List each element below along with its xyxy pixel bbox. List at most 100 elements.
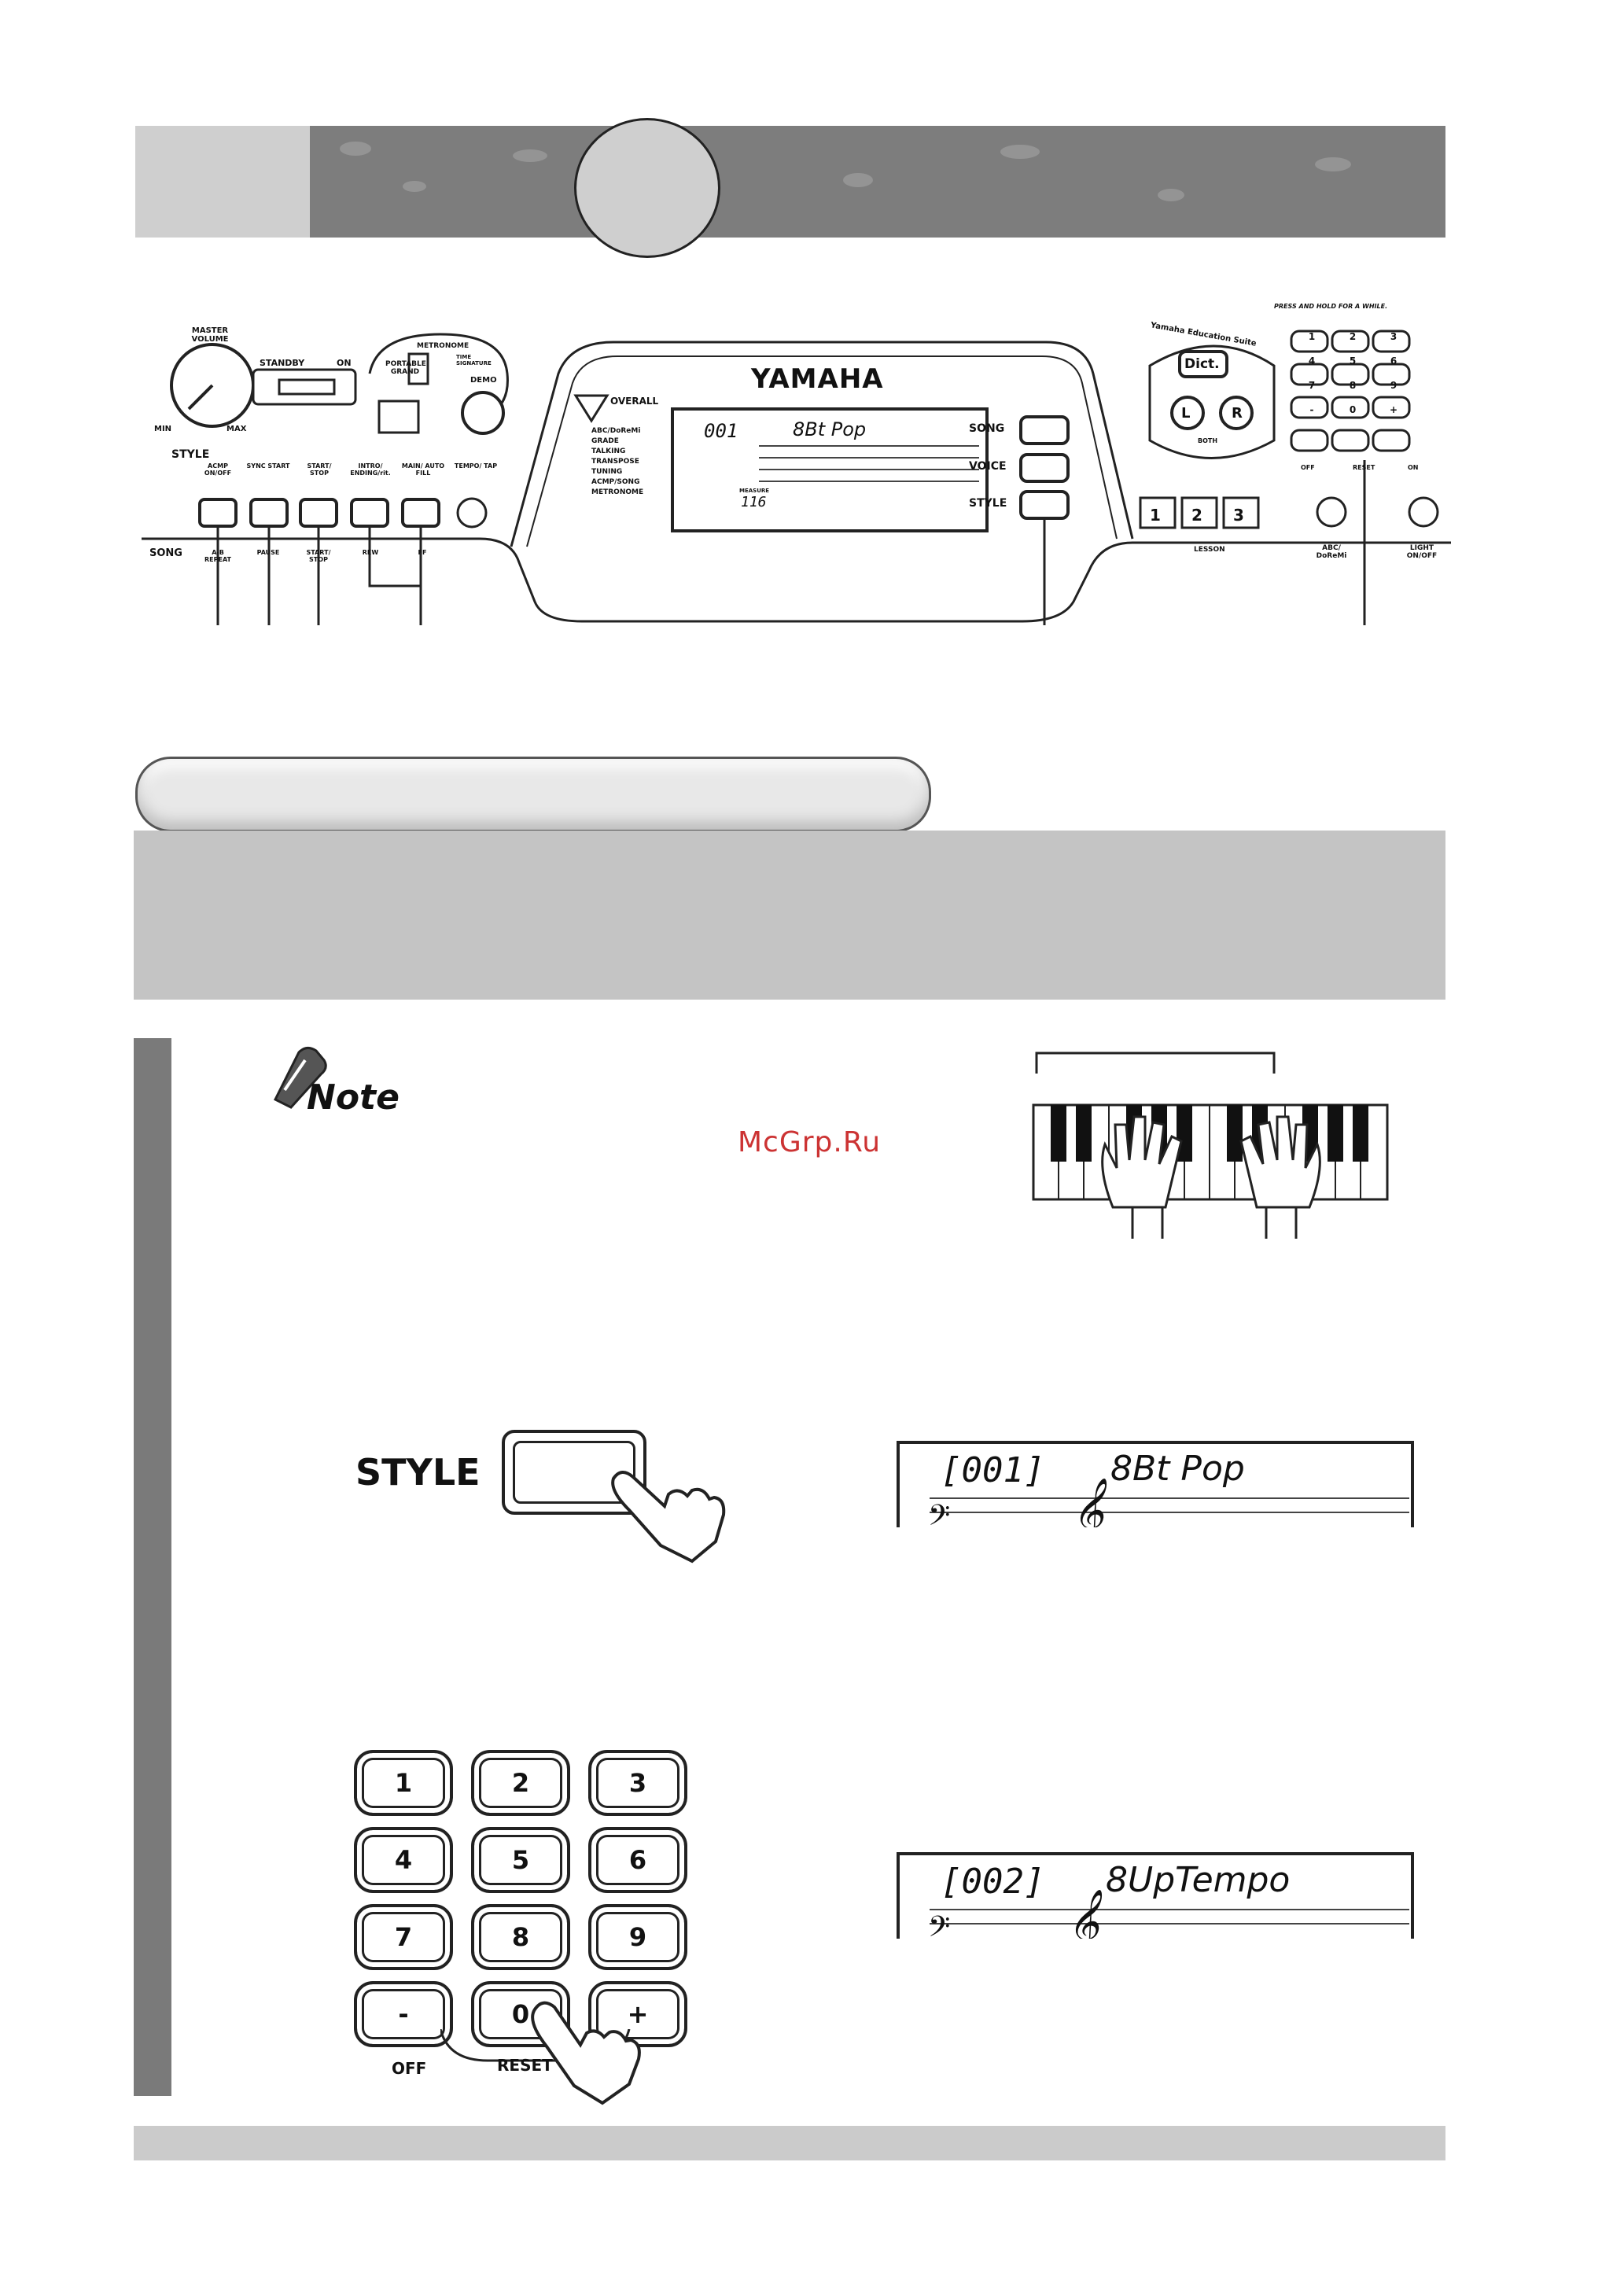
style-row-label: STYLE bbox=[171, 448, 210, 461]
keypad-button-1[interactable]: 1 bbox=[354, 1750, 453, 1816]
min-label: MIN bbox=[154, 425, 172, 433]
lesson-button-3: 3 bbox=[1233, 506, 1244, 525]
panel-on-label: ON bbox=[1408, 464, 1419, 471]
step2-off-label: OFF bbox=[392, 2059, 427, 2078]
treble-clef-icon: 𝄞 bbox=[1071, 1477, 1104, 1527]
step2-reset-label: RESET bbox=[497, 2056, 553, 2075]
keypad-button-9[interactable]: 9 bbox=[588, 1904, 687, 1970]
keypad-key: 0 bbox=[1349, 404, 1357, 415]
left-hand-label: L bbox=[1181, 405, 1191, 422]
ab-repeat-label: A-B REPEAT bbox=[204, 549, 231, 563]
bass-clef-icon: 𝄢 bbox=[928, 1499, 951, 1527]
menu-item: TUNING bbox=[591, 468, 623, 476]
overall-label: OVERALL bbox=[610, 396, 659, 407]
panel-lcd-number: 001 bbox=[704, 420, 738, 442]
keypad-key: 9 bbox=[1390, 380, 1398, 391]
keypad-button-7[interactable]: 7 bbox=[354, 1904, 453, 1970]
keypad-key: 7 bbox=[1308, 380, 1316, 391]
intro-box bbox=[134, 831, 1445, 1000]
panel-lcd-measure-value: 116 bbox=[741, 494, 767, 510]
keypad-key: 8 bbox=[1349, 380, 1357, 391]
note-label: Note bbox=[307, 1077, 400, 1118]
section-heading-pill bbox=[135, 757, 931, 832]
main-autofill-label: MAIN/ AUTO FILL bbox=[401, 462, 445, 477]
panel-lcd-name: 8Bt Pop bbox=[793, 418, 867, 440]
note-pencil-icon bbox=[273, 1047, 327, 1109]
press-hold-note: PRESS AND HOLD FOR A WHILE. bbox=[1274, 303, 1388, 310]
lesson-button-2: 2 bbox=[1191, 506, 1202, 525]
panel-off-label: OFF bbox=[1301, 464, 1315, 471]
lesson-button-1: 1 bbox=[1150, 506, 1161, 525]
step1-lcd-number: 001 bbox=[961, 1450, 1024, 1490]
rew-label: REW bbox=[362, 549, 379, 556]
time-signature-label: TIME SIGNATURE bbox=[456, 354, 492, 366]
menu-item: ABC/DoReMi bbox=[591, 427, 641, 435]
keypad-button-8[interactable]: 8 bbox=[471, 1904, 570, 1970]
step2-lcd-name: 8UpTempo bbox=[1106, 1860, 1291, 1900]
keypad-key: 3 bbox=[1390, 331, 1398, 342]
style-mode-label: STYLE bbox=[969, 497, 1007, 510]
light-onoff-label: LIGHT ON/OFF bbox=[1406, 544, 1438, 560]
right-hand-label: R bbox=[1232, 405, 1243, 422]
menu-item: GRADE bbox=[591, 437, 619, 445]
keypad-button-4[interactable]: 4 bbox=[354, 1827, 453, 1893]
acmp-label: ACMP ON/OFF bbox=[204, 462, 232, 477]
keypad-button-2[interactable]: 2 bbox=[471, 1750, 570, 1816]
keypad-key: 4 bbox=[1308, 355, 1316, 366]
menu-item: METRONOME bbox=[591, 488, 644, 496]
keypad-key: - bbox=[1309, 404, 1314, 415]
watermark: McGrp.Ru bbox=[738, 1126, 882, 1158]
intro-ending-label: INTRO/ ENDING/rit. bbox=[350, 462, 391, 477]
step2-lcd-number: 002 bbox=[961, 1862, 1024, 1902]
start-stop-label: START/ STOP bbox=[307, 462, 332, 477]
keyboard-hands-illustration bbox=[1032, 1052, 1389, 1239]
pressing-hand-icon bbox=[611, 1471, 726, 1564]
on-label: ON bbox=[337, 358, 352, 368]
keypad-key: 1 bbox=[1308, 331, 1316, 342]
dict-label: Dict. bbox=[1184, 356, 1220, 372]
menu-item: ACMP/SONG bbox=[591, 478, 640, 486]
header-band bbox=[135, 126, 1445, 238]
step2-keypad: 1 2 3 4 5 6 7 8 9 - 0 + bbox=[354, 1750, 700, 2047]
step1-lcd-name: 8Bt Pop bbox=[1110, 1449, 1245, 1489]
voice-mode-label: VOICE bbox=[969, 460, 1007, 473]
keypad-button-minus[interactable]: - bbox=[354, 1981, 453, 2047]
menu-item: TALKING bbox=[591, 448, 626, 455]
sync-start-label: SYNC START bbox=[246, 462, 290, 470]
step2-lcd: [002] 8UpTempo 𝄢 𝄞 bbox=[897, 1852, 1414, 1939]
keyboard-panel-diagram bbox=[142, 330, 1451, 625]
standby-label: STANDBY bbox=[260, 358, 305, 368]
bottom-bar bbox=[134, 2126, 1445, 2160]
master-volume-label: MASTER VOLUME bbox=[191, 326, 229, 344]
panel-reset-label: RESET bbox=[1353, 464, 1375, 471]
keypad-button-6[interactable]: 6 bbox=[588, 1827, 687, 1893]
song-mode-label: SONG bbox=[969, 422, 1005, 435]
song-row-label: SONG bbox=[149, 547, 182, 559]
keypad-button-5[interactable]: 5 bbox=[471, 1827, 570, 1893]
header-circle-emblem bbox=[574, 118, 720, 258]
demo-label: DEMO bbox=[470, 376, 497, 385]
keypad-key: + bbox=[1389, 404, 1398, 415]
pressing-hand-icon bbox=[531, 2001, 641, 2105]
metronome-label: METRONOME bbox=[417, 342, 470, 350]
tempo-tap-label: TEMPO/ TAP bbox=[454, 462, 498, 470]
step1-style-label: STYLE bbox=[355, 1451, 481, 1494]
abc-doremi-label: ABC/ DoReMi bbox=[1316, 544, 1347, 560]
both-label: BOTH bbox=[1198, 437, 1218, 444]
treble-clef-icon: 𝄞 bbox=[1066, 1888, 1099, 1939]
ff-label: FF bbox=[418, 549, 427, 556]
steps-side-bar bbox=[134, 1038, 171, 2096]
keypad-button-3[interactable]: 3 bbox=[588, 1750, 687, 1816]
portable-grand-label: PORTABLE GRAND bbox=[385, 360, 426, 376]
menu-item: TRANSPOSE bbox=[591, 458, 639, 466]
bass-clef-icon: 𝄢 bbox=[928, 1910, 951, 1939]
song-start-stop-label: START/ STOP bbox=[306, 549, 331, 563]
pause-label: PAUSE bbox=[256, 549, 280, 556]
keypad-key: 6 bbox=[1390, 355, 1398, 366]
yamaha-logo: YAMAHA bbox=[751, 363, 884, 395]
lesson-label: LESSON bbox=[1194, 546, 1225, 554]
panel-keypad-labels: 1 2 3 4 5 6 7 8 9 - 0 + bbox=[1291, 331, 1414, 415]
function-menu: ABC/DoReMi GRADE TALKING TRANSPOSE TUNIN… bbox=[591, 426, 662, 498]
keypad-key: 2 bbox=[1349, 331, 1357, 342]
step1-lcd: [001] 8Bt Pop 𝄢 𝄞 bbox=[897, 1441, 1414, 1527]
